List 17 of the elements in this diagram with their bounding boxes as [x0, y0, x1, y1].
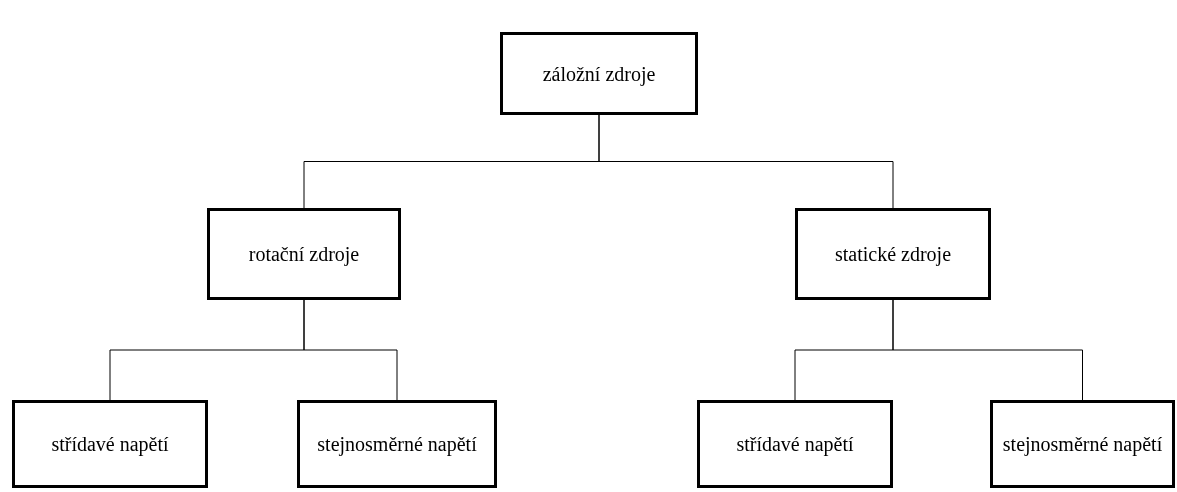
box-label: střídavé napětí [51, 432, 169, 458]
tree-box [697, 400, 893, 488]
connector-line [892, 299, 1083, 401]
tree-box [795, 208, 991, 300]
box-label: stejnosměrné napětí [1002, 432, 1163, 458]
tree-box [207, 208, 401, 300]
connector-line [598, 114, 894, 209]
box-label: statické zdroje [834, 242, 952, 268]
connector-line [303, 299, 398, 401]
tree-box [500, 32, 698, 115]
box-label: stejnosměrné napětí [317, 432, 477, 458]
box-label: rotační zdroje [248, 242, 360, 268]
tree-box [297, 400, 497, 488]
tree-box [12, 400, 208, 488]
box-label: záložní zdroje [542, 61, 656, 88]
tree-box [990, 400, 1175, 488]
box-label: střídavé napětí [736, 432, 854, 458]
